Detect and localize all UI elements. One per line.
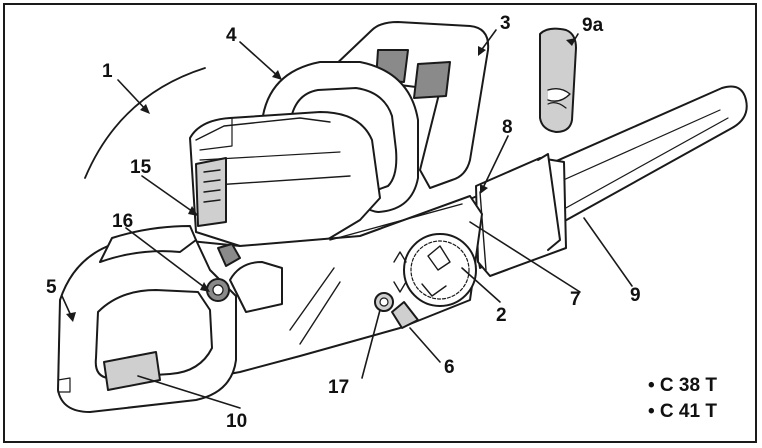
arrowheads — [66, 38, 576, 322]
choke-lever — [206, 278, 230, 302]
bar-cover — [475, 153, 567, 277]
sprocket-cover — [393, 233, 477, 307]
callout-6: 6 — [444, 357, 455, 378]
diagram-frame — [3, 3, 757, 443]
ignition-switch — [217, 243, 241, 267]
chain-guard-9a — [539, 27, 577, 133]
model-label-2: • C 41 T — [648, 401, 717, 422]
callout-8: 8 — [502, 117, 513, 138]
chain-catcher — [391, 301, 419, 329]
warning-label — [103, 351, 161, 391]
model-label-1: • C 38 T — [648, 375, 717, 396]
callout-16: 16 — [112, 211, 134, 232]
callout-7: 7 — [570, 289, 581, 310]
callout-2: 2 — [496, 305, 507, 326]
cover-latch — [195, 157, 227, 227]
callout-9: 9 — [630, 285, 641, 306]
callout-10: 10 — [226, 411, 248, 432]
callout-4: 4 — [226, 25, 237, 46]
callout-17: 17 — [328, 377, 350, 398]
callout-3: 3 — [500, 13, 511, 34]
bar-nut — [374, 292, 394, 312]
front-plate — [229, 261, 283, 313]
main-housing — [189, 111, 381, 247]
swing-arc — [84, 67, 206, 179]
leader-lines — [61, 29, 633, 409]
callout-1: 1 — [102, 61, 113, 82]
callout-5: 5 — [46, 277, 57, 298]
callout-15: 15 — [130, 157, 152, 178]
callout-9a: 9a — [582, 15, 604, 36]
rear-handle — [57, 237, 237, 413]
